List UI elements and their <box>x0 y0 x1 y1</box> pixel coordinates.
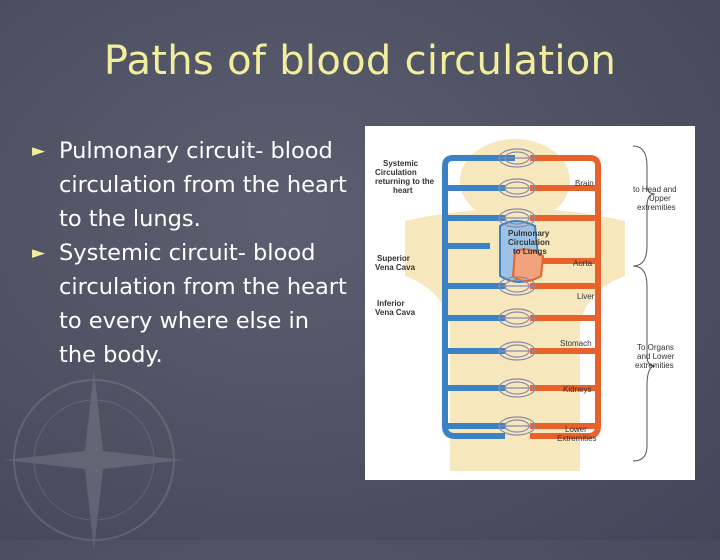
label-brain: Brain <box>575 179 594 188</box>
circulation-svg: Systemic Circulation returning to the he… <box>375 139 679 471</box>
heart-icon <box>499 220 545 283</box>
bullet-arrow-icon: ► <box>32 243 46 263</box>
label-to-organs: To Organs and Lower extremities <box>635 343 677 370</box>
capillary-lung <box>498 208 536 228</box>
slide-title: Paths of blood circulation <box>103 38 617 84</box>
label-kidneys: Kidneys <box>563 385 591 394</box>
bullet-text: Systemic circuit- blood circulation from… <box>59 240 347 368</box>
label-superior-vena-cava: Superior Vena Cava <box>375 254 416 272</box>
slide: Paths of blood circulation ► Pulmonary c… <box>32 38 695 480</box>
label-stomach: Stomach <box>560 339 592 348</box>
label-to-head: to Head and Upper extremities <box>633 185 679 212</box>
capillary-legs <box>498 416 536 436</box>
capillary-stomach <box>498 341 536 361</box>
bullet-pulmonary: ► Pulmonary circuit- blood circulation f… <box>32 134 352 236</box>
artery-path <box>530 155 601 439</box>
label-lower-extremities: Lower Extremities <box>557 425 597 443</box>
label-aorta: Aorta <box>573 259 593 268</box>
label-pulmonary: Pulmonary Circulation to Lungs <box>508 229 552 256</box>
label-systemic-return: Systemic Circulation returning to the he… <box>375 159 436 195</box>
capillary-brain <box>498 148 536 168</box>
vein-path <box>442 155 515 439</box>
bullet-list: ► Pulmonary circuit- blood circulation f… <box>32 134 352 372</box>
capillary-upper <box>498 178 536 198</box>
label-inferior-vena-cava: Inferior Vena Cava <box>375 299 416 317</box>
bullet-systemic: ► Systemic circuit- blood circulation fr… <box>32 236 352 372</box>
label-liver: Liver <box>577 292 595 301</box>
capillary-gut <box>498 308 536 328</box>
compass-watermark-icon <box>4 370 184 550</box>
bracket-lines <box>632 145 656 462</box>
bullet-text: Pulmonary circuit- blood circulation fro… <box>59 138 347 232</box>
capillary-beds <box>498 148 536 436</box>
capillary-liver <box>498 276 536 296</box>
circulation-diagram: Systemic Circulation returning to the he… <box>365 126 695 480</box>
capillary-kidney <box>498 378 536 398</box>
bullet-arrow-icon: ► <box>32 141 46 161</box>
